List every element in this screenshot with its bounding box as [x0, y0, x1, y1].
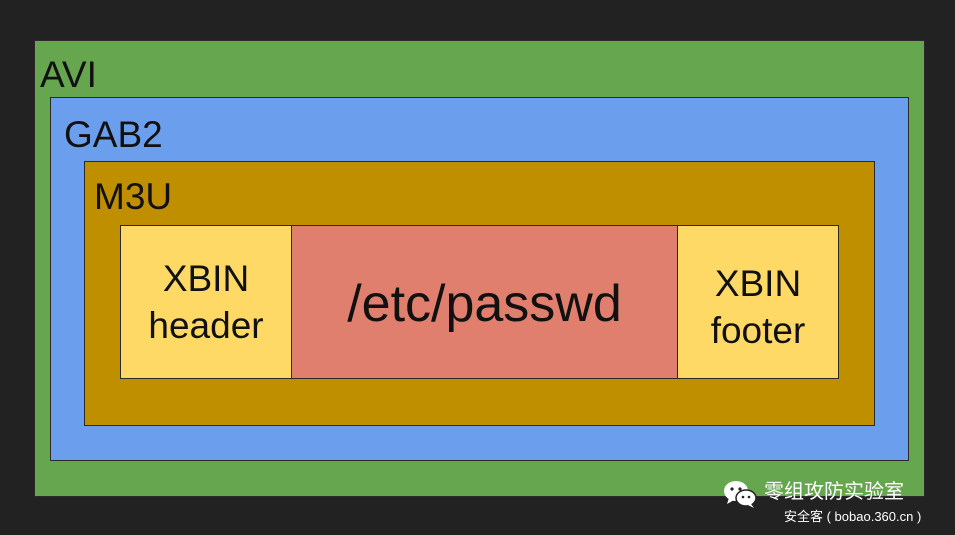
- xbin-header-line-2: header: [148, 305, 264, 346]
- xbin-footer-line-1: XBIN: [714, 263, 802, 304]
- xbin-footer-line-2: footer: [710, 310, 806, 351]
- xbin-header-label: XBIN header: [121, 255, 291, 349]
- m3u-label: M3U: [94, 176, 173, 217]
- xbin-footer-label: XBIN footer: [678, 260, 838, 354]
- wechat-icon: [724, 481, 757, 508]
- watermark-subtitle: 安全客 ( bobao.360.cn ): [784, 509, 922, 524]
- xbin-header-segment: XBIN header: [120, 225, 292, 379]
- passwd-segment: /etc/passwd: [291, 225, 678, 379]
- avi-label: AVI: [40, 54, 97, 95]
- gab2-label: GAB2: [64, 114, 163, 155]
- passwd-label: /etc/passwd: [347, 275, 622, 333]
- xbin-footer-segment: XBIN footer: [677, 225, 839, 379]
- watermark-title: 零组攻防实验室: [764, 481, 904, 503]
- xbin-header-line-1: XBIN: [162, 258, 250, 299]
- watermark: 零组攻防实验室 安全客 ( bobao.360.cn ): [722, 476, 952, 532]
